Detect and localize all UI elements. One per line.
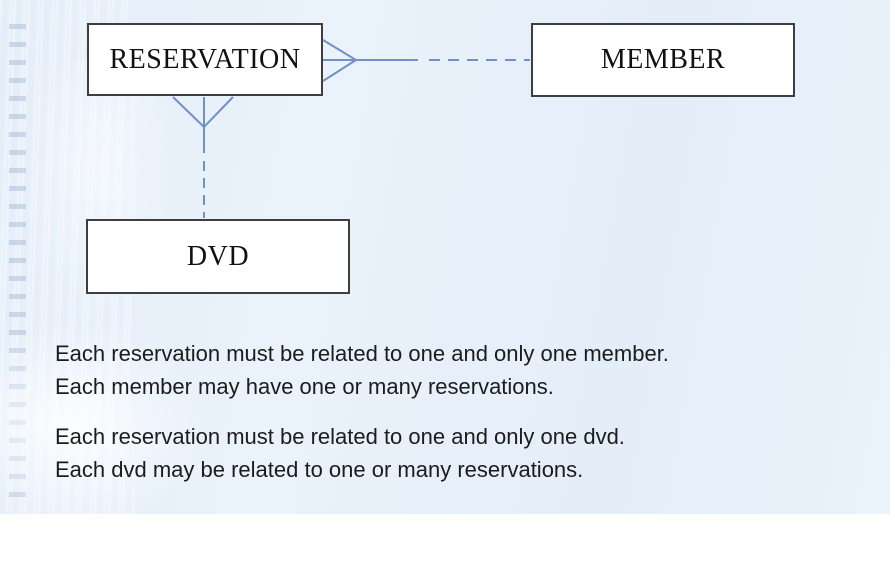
note-line: Each dvd may be related to one or many r… — [55, 457, 584, 482]
entity-label-member: MEMBER — [600, 44, 726, 75]
note-line: Each member may have one or many reserva… — [55, 374, 554, 399]
note-line: Each reservation must be related to one … — [55, 341, 669, 366]
entity-box-dvd: DVD — [86, 219, 350, 294]
note-reservation-dvd: Each reservation must be related to one … — [55, 420, 625, 486]
entity-box-member: MEMBER — [531, 23, 795, 97]
entity-label-reservation: RESERVATION — [109, 43, 301, 75]
entity-label-dvd: DVD — [186, 240, 250, 272]
background-column-capital — [0, 320, 210, 514]
note-line: Each reservation must be related to one … — [55, 424, 625, 449]
note-reservation-member: Each reservation must be related to one … — [55, 337, 669, 403]
entity-box-reservation: RESERVATION — [87, 23, 323, 96]
